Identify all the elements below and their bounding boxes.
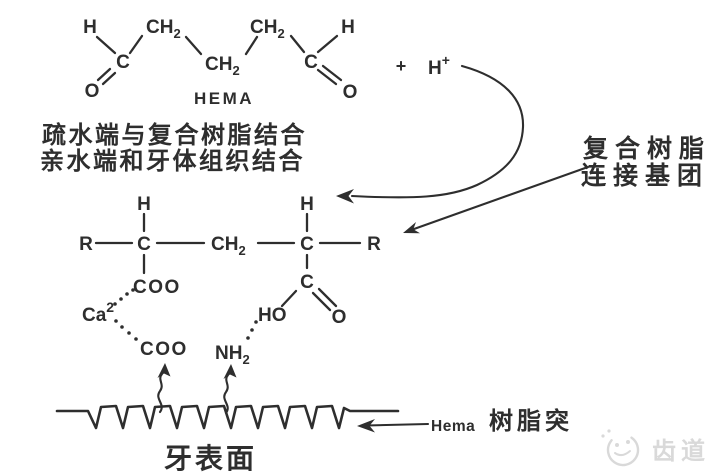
tooth-surface-line: [55, 404, 400, 430]
watermark-tooth-face-icon: [606, 433, 640, 467]
atom-o-top-left: O: [85, 81, 100, 102]
atom-c-poly-right: C: [300, 234, 314, 255]
bond-c-ch2a: [128, 34, 144, 55]
hydrogen-bond-nh2-ho: [246, 320, 258, 340]
tooth-surface: Hema 树脂突 牙表面: [55, 404, 573, 474]
resin-tag-label: 树脂突: [489, 407, 573, 435]
group-ch2-mid: CH2: [205, 54, 240, 78]
atom-c-top-right: C: [304, 52, 318, 73]
tooth-surface-label: 牙表面: [164, 443, 257, 474]
polymer-chain: H H R C CH2 C R COO C HO O Ca2 COO NH2: [79, 194, 381, 367]
hema-label: HEMA: [194, 89, 254, 108]
ionic-bond-ca-coo-upper: [113, 288, 135, 306]
curved-arrow-line: [350, 64, 525, 199]
bond-c-o-right-1: [316, 68, 338, 86]
watermark: 齿道: [601, 429, 710, 467]
bond-h-c-left: [95, 35, 117, 55]
bond-ch2b-c: [289, 34, 306, 54]
atom-carboxyl-c: C: [300, 272, 314, 293]
wavy-arrow-coo: [157, 363, 171, 414]
atom-c-poly-left: C: [137, 234, 151, 255]
note-resin-line1: 复合树脂: [583, 134, 711, 163]
group-ch2-a: CH2: [146, 17, 181, 41]
resin-arrow-head: [403, 222, 420, 234]
atom-h-poly-left: H: [137, 194, 151, 215]
ionic-bond-ca-coo-lower: [114, 319, 138, 341]
atom-h-top-right: H: [341, 17, 355, 38]
group-r-right: R: [367, 234, 381, 255]
note-resin-line2: 连接基团: [581, 162, 709, 190]
bond-c-o-left-2: [101, 71, 117, 86]
atom-o-top-right: O: [343, 82, 358, 103]
note-hydrophilic: 亲水端和牙体组织结合: [40, 147, 305, 175]
group-ho: HO: [258, 305, 287, 326]
bond-c-o-left-1: [96, 67, 112, 82]
curved-arrow-proton: [336, 64, 525, 204]
curved-arrow-head: [336, 189, 354, 204]
binding-notes: 疏水端与复合树脂结合 亲水端和牙体组织结合: [40, 121, 307, 175]
bond-c-o-double-1: [311, 291, 332, 312]
note-hydrophobic: 疏水端与复合树脂结合: [42, 121, 307, 149]
group-coo-upper: COO: [133, 277, 181, 298]
hema-molecule: H C O CH2 CH2 CH2 C H O HEMA: [83, 17, 357, 108]
bond-c-ho: [280, 289, 298, 308]
plus-sign: +: [396, 56, 407, 76]
bond-ch2mid-ch2b: [244, 35, 259, 56]
atom-carboxyl-o: O: [332, 307, 347, 328]
watermark-brand-text: 齿道: [652, 437, 710, 465]
ion-calcium: Ca2: [82, 299, 114, 326]
hema-tag-label: Hema: [431, 418, 475, 435]
resin-arrow-line: [412, 165, 590, 231]
resin-tag-arrow-head: [357, 419, 375, 433]
proton-h: H+: [428, 52, 450, 79]
atom-c-top-left: C: [116, 52, 130, 73]
bond-c-h-right: [316, 34, 339, 54]
wavy-head-coo: [157, 363, 171, 378]
bond-c-o-double-2: [317, 287, 338, 308]
group-ch2-poly: CH2: [211, 234, 246, 258]
bond-c-o-right-2: [321, 64, 343, 82]
wavy-head-nh2: [223, 364, 237, 379]
resin-tag-arrow-line: [364, 422, 430, 427]
group-r-left: R: [79, 234, 93, 255]
group-nh2: NH2: [215, 343, 250, 367]
watermark-smile: [614, 450, 631, 457]
atom-h-top-left: H: [83, 17, 97, 38]
atom-h-poly-right: H: [300, 194, 314, 215]
bond-ch2a-ch2mid: [184, 35, 203, 56]
resin-link-note: 复合树脂 连接基团: [403, 134, 711, 234]
wavy-arrow-nh2: [223, 364, 237, 415]
wavy-line-nh2: [223, 373, 230, 415]
group-coo-lower: COO: [140, 339, 188, 360]
proton-term: + H+: [396, 52, 450, 79]
group-ch2-b: CH2: [250, 17, 285, 41]
